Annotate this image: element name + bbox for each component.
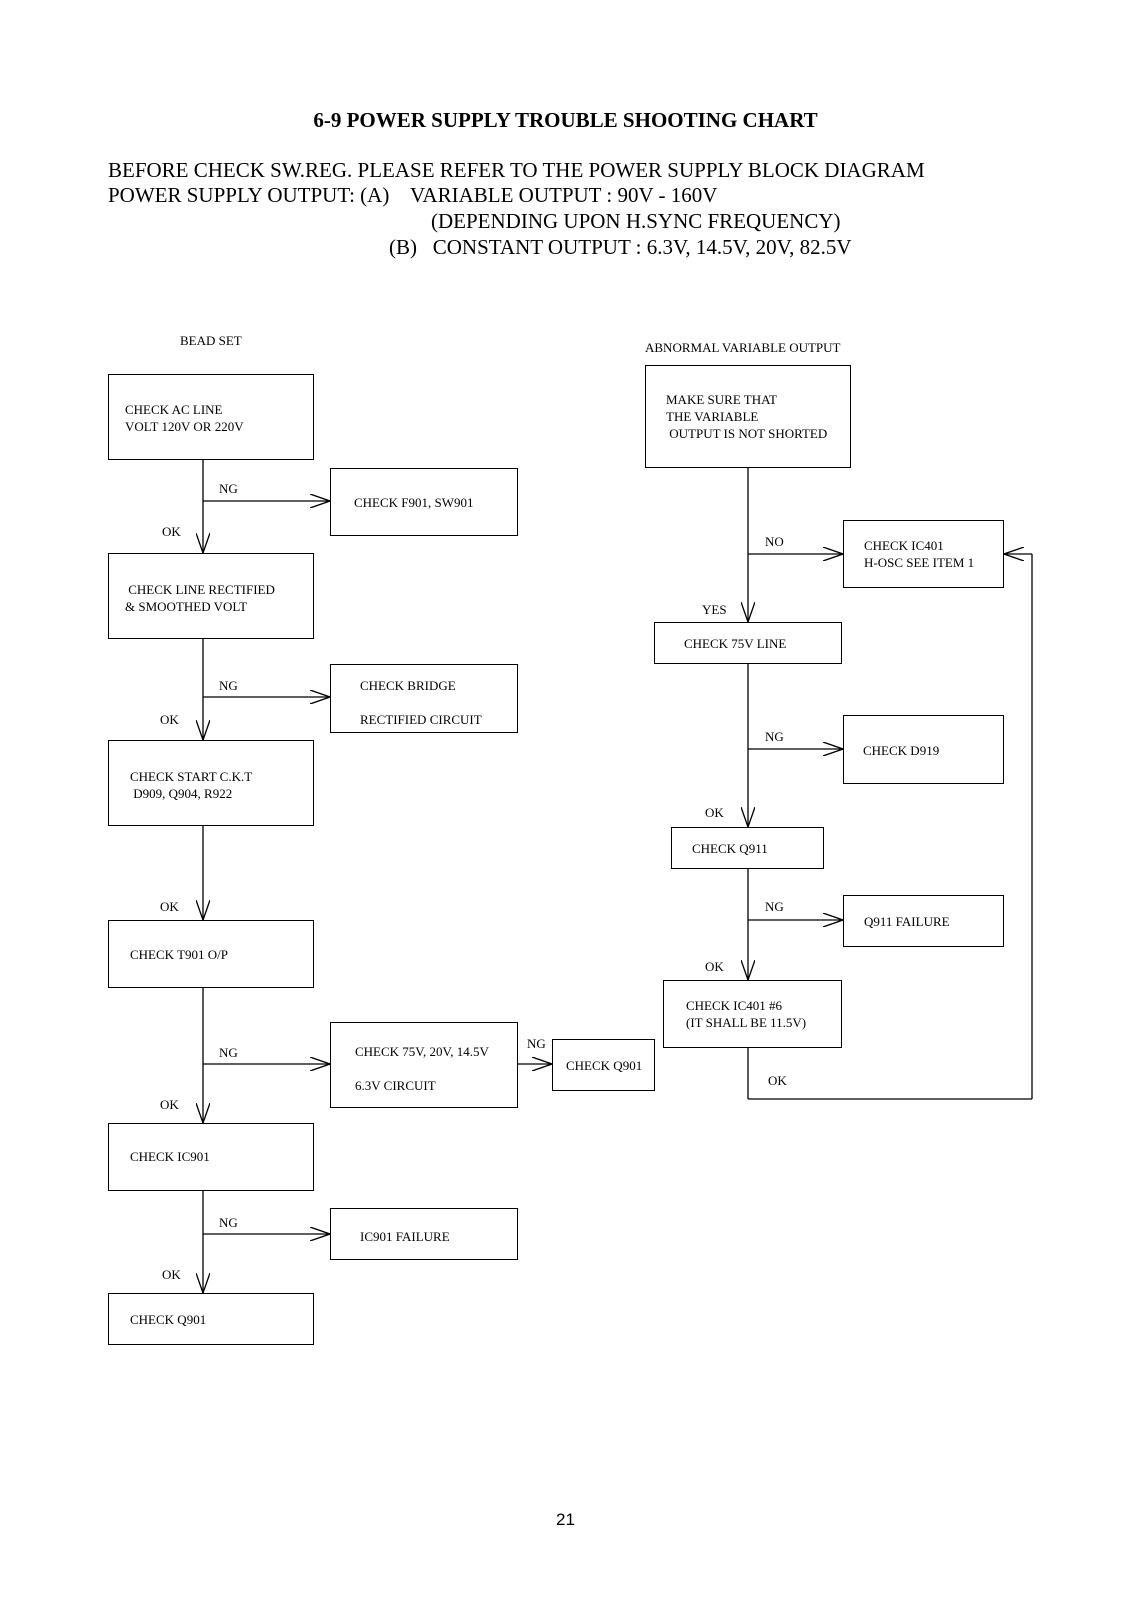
label-ng: NG bbox=[765, 899, 784, 914]
label-ok: OK bbox=[162, 1267, 181, 1282]
label-ok: OK bbox=[705, 959, 724, 974]
box-check-q911: CHECK Q911 bbox=[671, 827, 824, 869]
box-label: CHECK D919 bbox=[863, 743, 940, 758]
label-ok: OK bbox=[160, 899, 179, 914]
box-label: CHECK 75V, 20V, 14.5V 6.3V CIRCUIT bbox=[355, 1044, 489, 1093]
box-label: CHECK BRIDGE RECTIFIED CIRCUIT bbox=[360, 678, 482, 727]
box-label: Q911 FAILURE bbox=[864, 914, 950, 929]
label-ng: NG bbox=[219, 481, 238, 496]
right-heading: ABNORMAL VARIABLE OUTPUT bbox=[645, 340, 841, 355]
label-ok: OK bbox=[768, 1073, 787, 1088]
box-label: CHECK T901 O/P bbox=[130, 947, 228, 962]
box-label: CHECK 75V LINE bbox=[684, 636, 787, 651]
box-label: CHECK Q901 bbox=[566, 1058, 643, 1073]
box-check-q901-middle: CHECK Q901 bbox=[552, 1039, 655, 1091]
box-label: CHECK START C.K.T D909, Q904, R922 bbox=[130, 769, 253, 801]
header-line-4: (B) CONSTANT OUTPUT : 6.3V, 14.5V, 20V, … bbox=[389, 235, 852, 259]
box-check-t901: CHECK T901 O/P bbox=[108, 920, 314, 988]
box-check-75v-line: CHECK 75V LINE bbox=[654, 622, 842, 664]
box-check-ic401-6: CHECK IC401 #6 (IT SHALL BE 11.5V) bbox=[663, 980, 842, 1048]
left-heading: BEAD SET bbox=[180, 333, 242, 348]
box-ic901-failure: IC901 FAILURE bbox=[330, 1208, 518, 1260]
box-check-ic401-hosc: CHECK IC401 H-OSC SEE ITEM 1 bbox=[843, 520, 1004, 588]
box-make-sure-not-shorted: MAKE SURE THAT THE VARIABLE OUTPUT IS NO… bbox=[645, 365, 851, 468]
box-check-start-ckt: CHECK START C.K.T D909, Q904, R922 bbox=[108, 740, 314, 826]
label-ng: NG bbox=[219, 1045, 238, 1060]
label-ng: NG bbox=[219, 1215, 238, 1230]
box-label: CHECK F901, SW901 bbox=[354, 495, 474, 510]
box-label: CHECK Q901 bbox=[130, 1312, 207, 1327]
box-q911-failure: Q911 FAILURE bbox=[843, 895, 1004, 947]
label-ok: OK bbox=[705, 805, 724, 820]
box-check-f901: CHECK F901, SW901 bbox=[330, 468, 518, 536]
box-label: CHECK LINE RECTIFIED & SMOOTHED VOLT bbox=[125, 582, 275, 614]
label-ng: NG bbox=[219, 678, 238, 693]
label-ok: OK bbox=[160, 712, 179, 727]
box-label: CHECK AC LINE VOLT 120V OR 220V bbox=[125, 402, 244, 434]
label-ok: OK bbox=[162, 524, 181, 539]
box-check-q901: CHECK Q901 bbox=[108, 1293, 314, 1345]
box-label: CHECK IC401 H-OSC SEE ITEM 1 bbox=[864, 538, 975, 570]
box-check-bridge: CHECK BRIDGE RECTIFIED CIRCUIT bbox=[330, 664, 518, 733]
box-label: CHECK IC401 #6 (IT SHALL BE 11.5V) bbox=[686, 998, 807, 1030]
header-line-1: BEFORE CHECK SW.REG. PLEASE REFER TO THE… bbox=[108, 158, 925, 182]
label-yes: YES bbox=[702, 602, 727, 617]
page-title: 6-9 POWER SUPPLY TROUBLE SHOOTING CHART bbox=[313, 108, 818, 132]
box-label: MAKE SURE THAT THE VARIABLE OUTPUT IS NO… bbox=[666, 392, 828, 441]
label-no: NO bbox=[765, 534, 784, 549]
box-label: CHECK Q911 bbox=[692, 841, 768, 856]
box-check-ic901: CHECK IC901 bbox=[108, 1123, 314, 1191]
label-ng: NG bbox=[527, 1036, 546, 1051]
box-label: IC901 FAILURE bbox=[360, 1229, 450, 1244]
box-check-line-rectified: CHECK LINE RECTIFIED & SMOOTHED VOLT bbox=[108, 553, 314, 639]
label-ng: NG bbox=[765, 729, 784, 744]
header-line-3: (DEPENDING UPON H.SYNC FREQUENCY) bbox=[431, 209, 841, 233]
box-check-ac-line: CHECK AC LINE VOLT 120V OR 220V bbox=[108, 374, 314, 460]
box-label: CHECK IC901 bbox=[130, 1149, 210, 1164]
label-ok: OK bbox=[160, 1097, 179, 1112]
box-check-75v-circuit: CHECK 75V, 20V, 14.5V 6.3V CIRCUIT bbox=[330, 1022, 518, 1108]
page-number: 21 bbox=[556, 1510, 575, 1529]
header-line-2: POWER SUPPLY OUTPUT: (A) VARIABLE OUTPUT… bbox=[108, 183, 718, 207]
box-check-d919: CHECK D919 bbox=[843, 715, 1004, 784]
